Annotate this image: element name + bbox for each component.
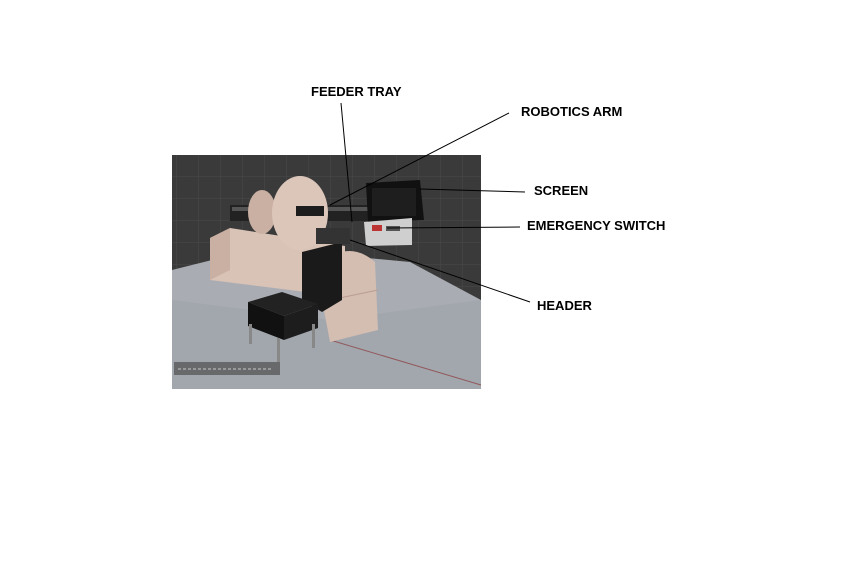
label-robotics-arm: ROBOTICS ARM <box>521 104 623 119</box>
leader-feeder-tray <box>340 102 353 223</box>
stool <box>248 292 318 362</box>
label-header: HEADER <box>537 298 592 313</box>
viewport-overlay-bar <box>174 362 280 375</box>
render-viewport <box>172 155 482 389</box>
leader-lines <box>329 102 531 303</box>
label-feeder-tray: FEEDER TRAY <box>311 84 402 99</box>
label-emergency-switch: EMERGENCY SWITCH <box>527 218 666 233</box>
header-block <box>302 242 342 312</box>
feeder-tray-disc <box>248 176 328 250</box>
leader-screen <box>419 188 526 193</box>
leader-emergency-switch <box>386 226 521 229</box>
leader-header <box>349 239 531 303</box>
monitor-screen <box>364 180 424 246</box>
label-screen: SCREEN <box>534 183 589 198</box>
leader-robotics-arm <box>329 112 510 206</box>
